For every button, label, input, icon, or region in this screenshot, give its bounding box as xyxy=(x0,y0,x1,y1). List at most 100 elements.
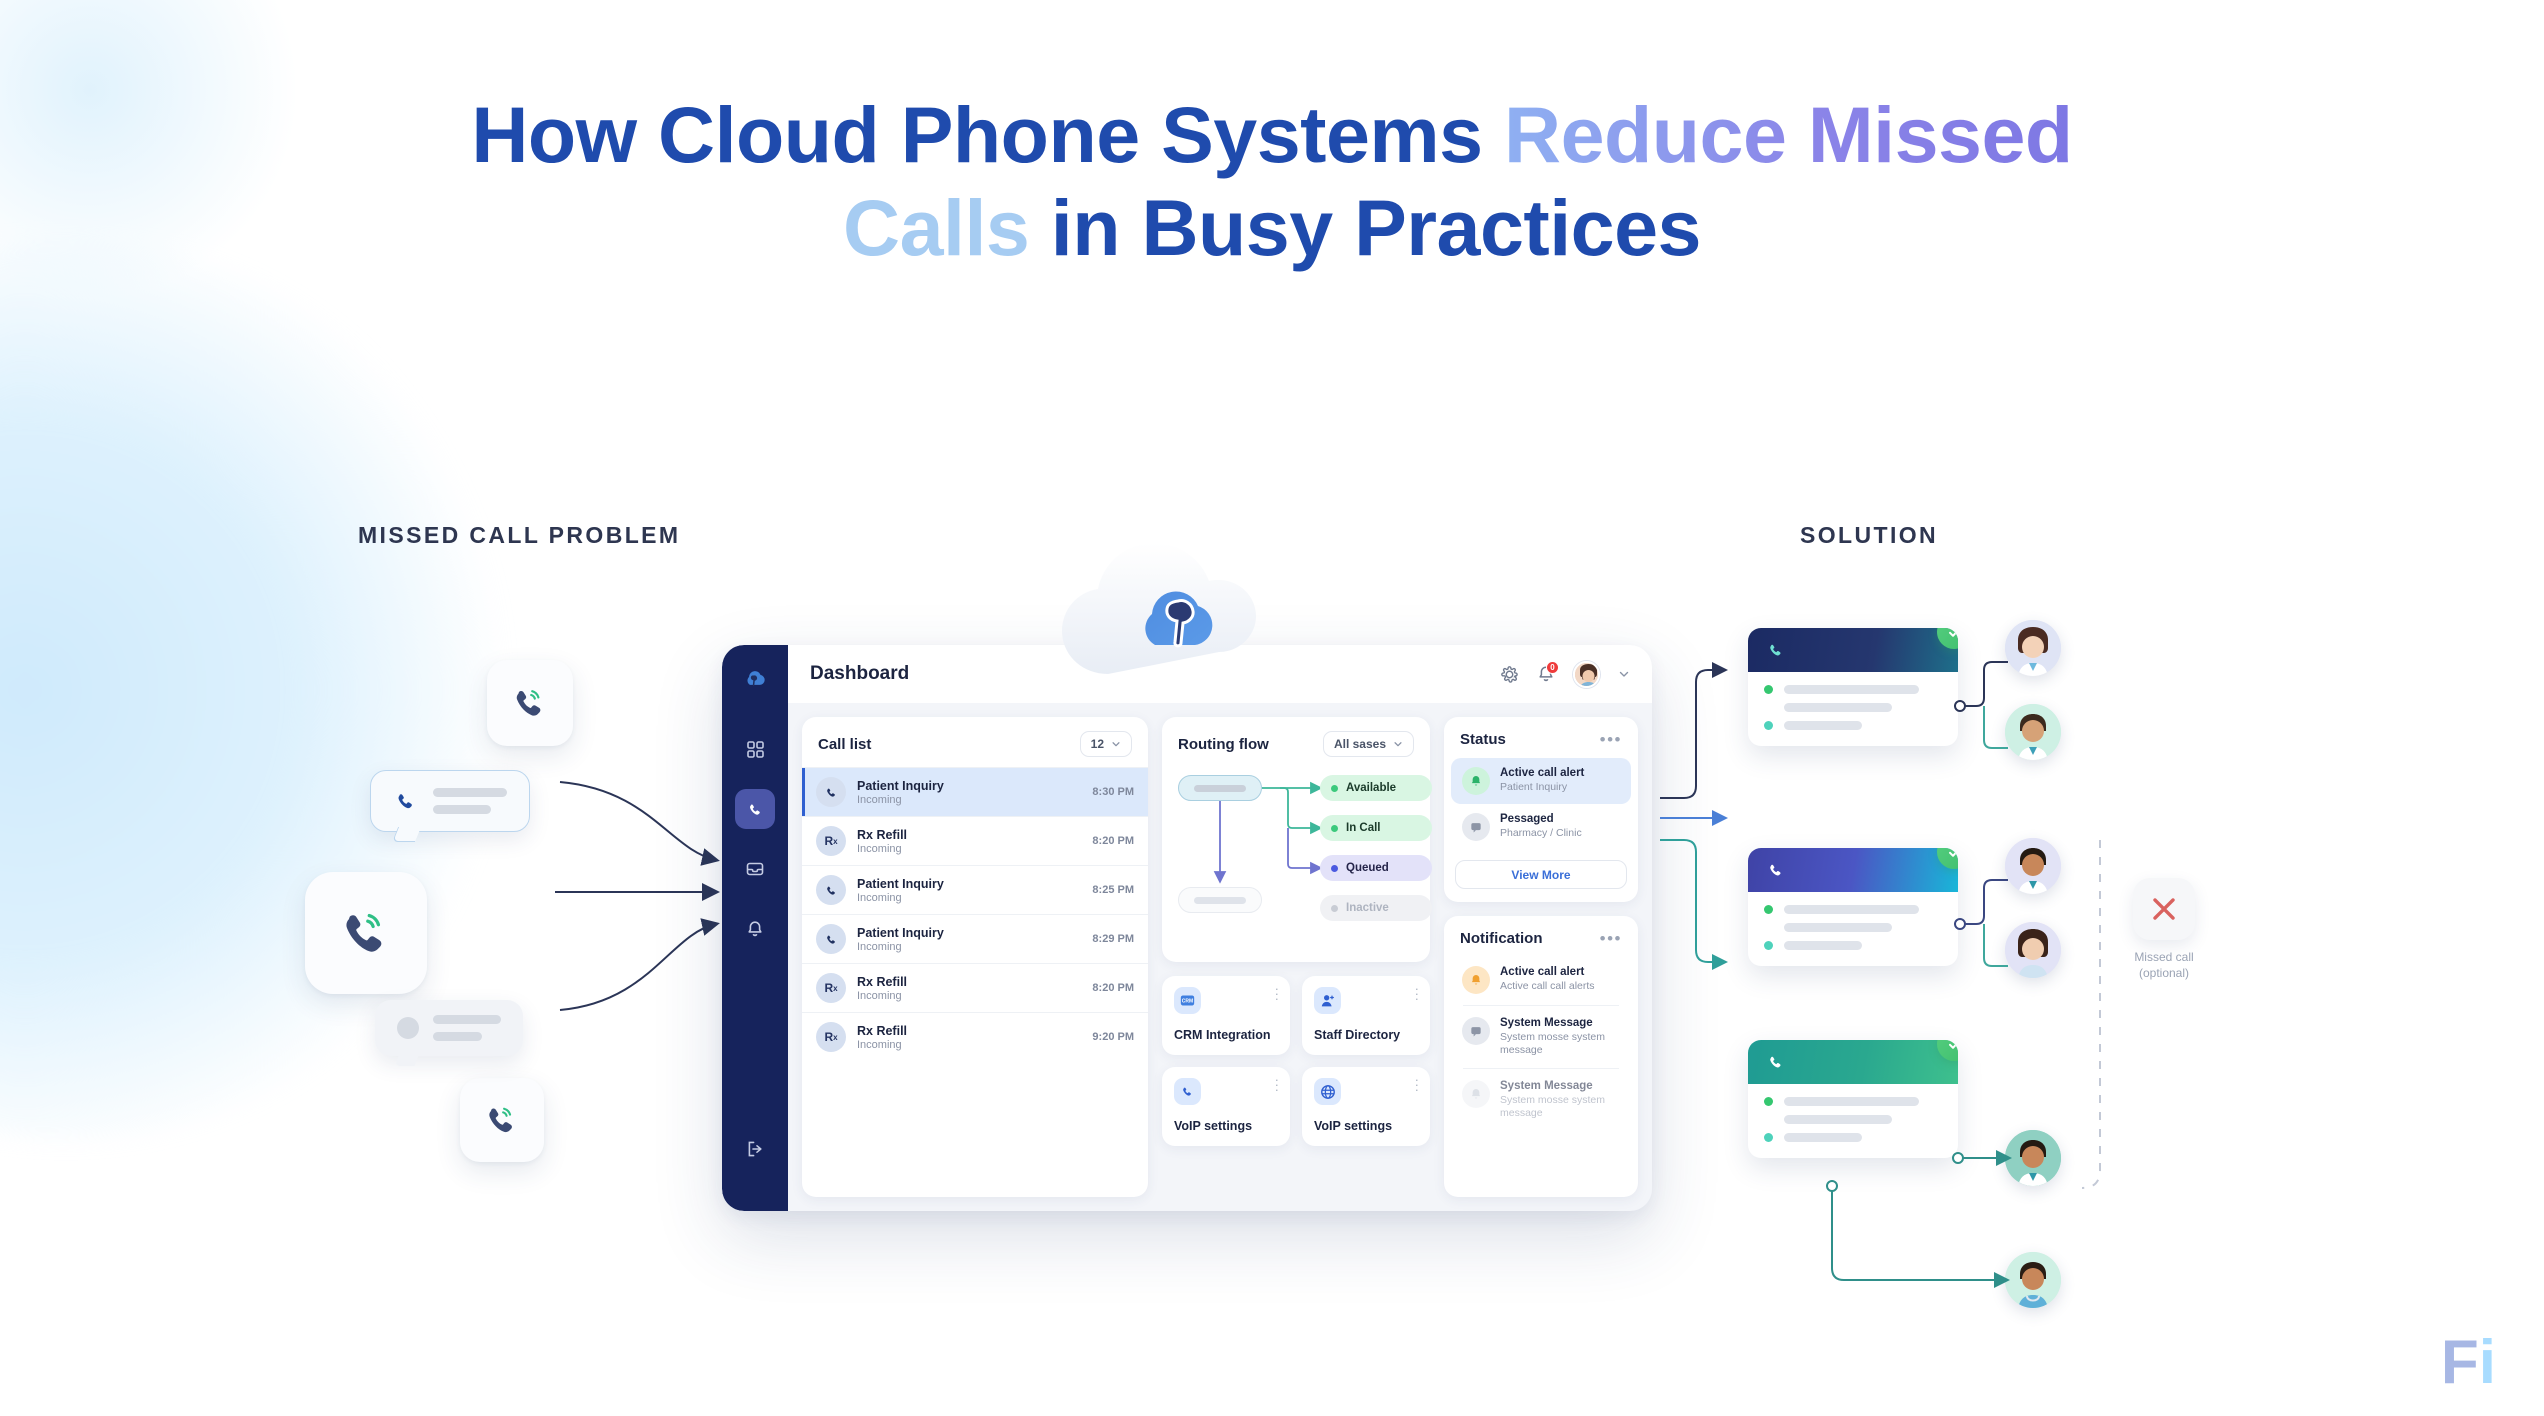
routing-flow-card: Routing flow All sases xyxy=(1162,717,1432,962)
solution-card-2-body xyxy=(1748,892,1958,966)
routing-flow-diagram: Available In Call Queued Inactive xyxy=(1162,767,1432,927)
solution-card-3-header xyxy=(1748,1040,1958,1084)
call-row-name: Rx Refill xyxy=(857,1023,908,1038)
notification-row[interactable]: Active call alert Active call call alert… xyxy=(1451,957,1631,1003)
chat-message-bubble xyxy=(375,1000,523,1056)
notification-row[interactable]: System Message System mosse system messa… xyxy=(1451,1071,1631,1129)
flow-node-fallback xyxy=(1178,887,1262,913)
call-row-time: 8:20 PM xyxy=(1092,835,1134,847)
status-title: Status xyxy=(1460,731,1506,748)
check-icon xyxy=(1948,848,1958,857)
call-row-name: Patient Inquiry xyxy=(857,778,944,793)
dashboard-tiles: CRM ··· CRM Integration ··· Staff Direct… xyxy=(1162,976,1430,1146)
status-row[interactable]: Pessaged Pharmacy / Clinic xyxy=(1451,804,1631,850)
success-check-badge xyxy=(1937,848,1958,869)
call-row-name: Patient Inquiry xyxy=(857,876,944,891)
call-list-row[interactable]: Patient Inquiry Incoming 8:25 PM xyxy=(802,865,1148,914)
status-card: Status ••• Active call alert Patient Inq… xyxy=(1444,717,1638,902)
avatar[interactable] xyxy=(1573,660,1600,688)
watermark-i: i xyxy=(2478,1328,2496,1397)
missed-call-line-1: Missed call xyxy=(2134,950,2194,964)
dashboard-tile[interactable]: CRM ··· CRM Integration xyxy=(1162,976,1290,1055)
bell-icon xyxy=(1471,1089,1481,1099)
solution-card-1-header xyxy=(1748,628,1958,672)
sidebar-item-inbox[interactable] xyxy=(735,849,775,889)
routing-filter-value: All sases xyxy=(1333,737,1386,751)
message-icon xyxy=(1471,1027,1481,1037)
bell-icon xyxy=(1471,776,1481,786)
status-row-name: Pessaged xyxy=(1500,813,1554,825)
settings-button[interactable] xyxy=(1500,665,1519,684)
notification-card: Notification ••• Active call alert Activ… xyxy=(1444,916,1638,1197)
tile-more-button[interactable]: ··· xyxy=(1274,981,1279,1006)
notification-row-name: Active call alert xyxy=(1500,966,1585,978)
sidebar-item-calls[interactable] xyxy=(735,789,775,829)
status-label: Available xyxy=(1346,782,1397,794)
tile-more-button[interactable]: ··· xyxy=(1414,1072,1419,1097)
status-more-button[interactable]: ••• xyxy=(1599,729,1622,749)
success-check-badge xyxy=(1937,1040,1958,1061)
call-row-status: Incoming xyxy=(857,793,902,806)
optional-branch-dashed-line xyxy=(2081,840,2101,1189)
solution-card-1-body xyxy=(1748,672,1958,746)
phone-icon xyxy=(1770,864,1781,876)
phone-icon xyxy=(1770,644,1781,656)
phone-icon xyxy=(826,935,835,944)
call-count-dropdown[interactable]: 12 xyxy=(1079,731,1132,757)
bell-icon xyxy=(1462,767,1490,795)
tile-label: CRM Integration xyxy=(1174,1028,1271,1042)
view-more-button[interactable]: View More xyxy=(1455,860,1627,889)
dashboard-title: Dashboard xyxy=(810,663,910,684)
missed-call-optional: Missed call (optional) xyxy=(2122,878,2206,981)
notification-row[interactable]: System Message System mosse system messa… xyxy=(1451,1008,1631,1066)
notification-badge: 0 xyxy=(1546,661,1559,674)
dashboard-tile[interactable]: ··· VoIP settings xyxy=(1302,1067,1430,1146)
success-check-badge xyxy=(1937,628,1958,649)
globe-icon xyxy=(1320,1084,1335,1099)
message-icon xyxy=(1471,823,1481,833)
routing-status-pill[interactable]: Queued xyxy=(1320,855,1432,881)
notification-row-name: System Message xyxy=(1500,1080,1593,1093)
title-part-3: Calls xyxy=(843,183,1030,273)
tile-more-button[interactable]: ··· xyxy=(1414,981,1419,1006)
staff-avatar-3 xyxy=(2005,838,2061,894)
call-row-time: 8:29 PM xyxy=(1092,933,1134,945)
sidebar-item-notifications[interactable] xyxy=(735,909,775,949)
sidebar-item-logout[interactable] xyxy=(735,1129,775,1169)
staff-avatar-2 xyxy=(2005,704,2061,760)
notification-more-button[interactable]: ••• xyxy=(1599,928,1622,948)
status-row-sub: Pharmacy / Clinic xyxy=(1500,827,1582,839)
staff-icon xyxy=(1321,994,1334,1006)
notification-row-sub: Active call call alerts xyxy=(1500,980,1595,992)
notifications-button[interactable]: 0 xyxy=(1537,661,1559,683)
tile-more-button[interactable]: ··· xyxy=(1274,1072,1279,1097)
call-list-row[interactable]: Patient Inquiry Incoming 8:29 PM xyxy=(802,914,1148,963)
call-row-status: Incoming xyxy=(857,940,902,953)
call-row-name: Patient Inquiry xyxy=(857,925,944,940)
call-list-row[interactable]: Patient Inquiry Incoming 8:30 PM xyxy=(802,767,1148,816)
routing-status-pill[interactable]: Available xyxy=(1320,775,1432,801)
routing-status-pill[interactable]: In Call xyxy=(1320,815,1432,841)
account-menu-button[interactable] xyxy=(1618,668,1630,680)
dashboard-tile[interactable]: ··· VoIP settings xyxy=(1162,1067,1290,1146)
status-label: In Call xyxy=(1346,822,1381,834)
notification-title: Notification xyxy=(1460,930,1543,947)
tile-label: VoIP settings xyxy=(1174,1119,1253,1133)
status-card-header: Status ••• xyxy=(1444,717,1638,758)
call-count-value: 12 xyxy=(1090,737,1104,751)
status-row[interactable]: Active call alert Patient Inquiry xyxy=(1451,758,1631,804)
dashboard-tile[interactable]: ··· Staff Directory xyxy=(1302,976,1430,1055)
call-row-name: Rx Refill xyxy=(857,827,908,842)
routing-filter-dropdown[interactable]: All sases xyxy=(1322,731,1414,757)
title-part-4: in Busy Practices xyxy=(1029,183,1702,273)
phone-icon xyxy=(1183,1087,1191,1096)
sidebar-item-grid[interactable] xyxy=(735,729,775,769)
routing-status-pill[interactable]: Inactive xyxy=(1320,895,1432,921)
solution-card-2-header xyxy=(1748,848,1958,892)
